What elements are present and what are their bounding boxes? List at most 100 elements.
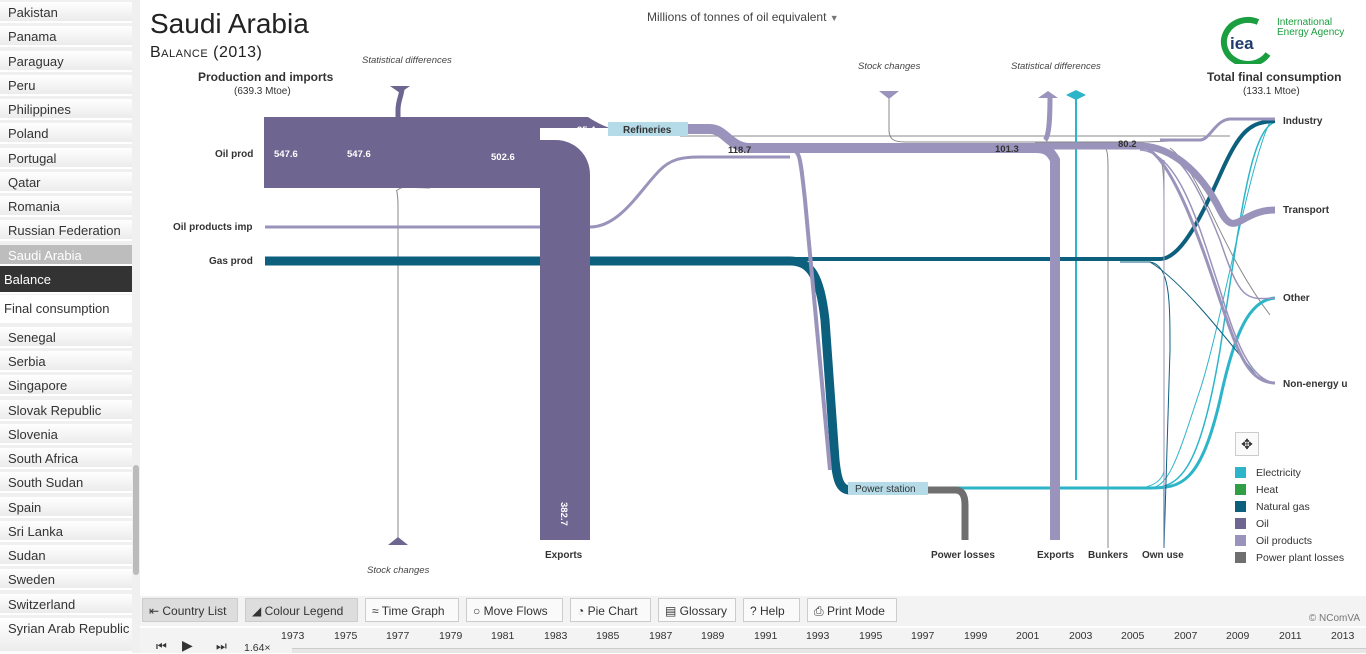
year-label[interactable]: 1997 [911, 630, 935, 642]
country-item-panama[interactable]: Panama [0, 26, 132, 47]
year-label[interactable]: 1989 [701, 630, 725, 642]
flow-electricity-own-use-join[interactable] [1139, 469, 1165, 489]
consumer-non-energy[interactable]: Non-energy u [1283, 379, 1347, 390]
flow-electricity-other[interactable] [930, 296, 1276, 490]
country-item-south-sudan[interactable]: South Sudan [0, 472, 132, 493]
year-label[interactable]: 1999 [964, 630, 988, 642]
country-item-senegal[interactable]: Senegal [0, 327, 132, 348]
flow-oil-products-imp[interactable] [265, 155, 790, 229]
country-item-south-africa[interactable]: South Africa [0, 448, 132, 469]
year-label[interactable]: 1995 [859, 630, 883, 642]
flow-stat-diff-2[interactable] [1042, 94, 1053, 142]
country-item-spain[interactable]: Spain [0, 497, 132, 518]
year-label[interactable]: 2001 [1016, 630, 1040, 642]
sink-exports-2[interactable]: Exports [1037, 550, 1075, 561]
skip-forward-icon[interactable]: ⏭ [216, 639, 227, 653]
country-item-qatar[interactable]: Qatar [0, 172, 132, 193]
play-icon[interactable]: ▶ [182, 637, 193, 653]
sink-own-use[interactable]: Own use [1142, 550, 1184, 561]
year-label[interactable]: 2009 [1226, 630, 1250, 642]
node-power-station[interactable] [848, 482, 928, 495]
year-label[interactable]: 1983 [544, 630, 568, 642]
year-label[interactable]: 1975 [334, 630, 358, 642]
colour-legend-button[interactable]: ◢ Colour Legend [245, 598, 358, 622]
flow-oil-products-industry[interactable] [1160, 117, 1275, 142]
country-item-switzerland[interactable]: Switzerland [0, 594, 132, 615]
unit-selector[interactable]: Millions of tonnes of oil equivalent ▼ [647, 10, 839, 24]
sink-exports-1[interactable]: Exports [545, 550, 583, 561]
legend-item-natural-gas[interactable]: Natural gas [1235, 498, 1360, 515]
move-icon[interactable]: ✥ [1235, 432, 1259, 456]
time-graph-button[interactable]: ≈ Time Graph [365, 598, 459, 622]
flow-oil-exports[interactable] [540, 140, 590, 540]
year-label[interactable]: 2011 [1279, 630, 1302, 642]
glossary-button[interactable]: ▤ Glossary [658, 598, 736, 622]
node-refineries[interactable] [608, 122, 688, 136]
country-item-singapore[interactable]: Singapore [0, 375, 132, 396]
flow-stock-changes-top[interactable] [888, 98, 1100, 143]
subitem-final-consumption[interactable]: Final consumption [0, 295, 132, 323]
year-label[interactable]: 1977 [386, 630, 410, 642]
sink-power-losses[interactable]: Power losses [931, 550, 995, 561]
flow-oil-prod[interactable] [264, 117, 540, 188]
country-item-slovenia[interactable]: Slovenia [0, 424, 132, 445]
year-label[interactable]: 1993 [806, 630, 830, 642]
consumer-industry[interactable]: Industry [1283, 116, 1323, 127]
consumer-transport[interactable]: Transport [1283, 205, 1330, 216]
sidebar-scrollbar[interactable] [133, 465, 139, 575]
move-flows-button[interactable]: ○ Move Flows [466, 598, 563, 622]
flow-oil-products-non-energy[interactable] [1139, 144, 1276, 385]
legend-item-power-plant-losses[interactable]: Power plant losses [1235, 549, 1360, 566]
source-oil-products-imp[interactable]: Oil products imp [173, 222, 252, 233]
source-gas-prod[interactable]: Gas prod [209, 256, 253, 267]
source-oil-prod[interactable]: Oil prod [215, 149, 253, 160]
flow-stock-changes-bottom[interactable] [396, 189, 399, 540]
country-item-serbia[interactable]: Serbia [0, 351, 132, 372]
country-item-paraguay[interactable]: Paraguay [0, 51, 132, 72]
skip-back-icon[interactable]: ⏮ [156, 639, 167, 653]
country-item-poland[interactable]: Poland [0, 123, 132, 144]
print-mode-button[interactable]: ⎙ Print Mode [807, 598, 897, 622]
year-label[interactable]: 2007 [1174, 630, 1198, 642]
flow-oil-products-power[interactable] [789, 148, 832, 471]
country-item-pakistan[interactable]: Pakistan [0, 2, 132, 23]
country-item-slovak-republic[interactable]: Slovak Republic [0, 400, 132, 421]
year-label[interactable]: 2013 [1331, 630, 1355, 642]
pie-chart-button[interactable]: ◔ Pie Chart [570, 598, 651, 622]
speed-label[interactable]: 1.64× [244, 642, 271, 654]
country-item-sudan[interactable]: Sudan [0, 545, 132, 566]
year-label[interactable]: 1987 [649, 630, 673, 642]
country-item-romania[interactable]: Romania [0, 196, 132, 217]
year-label[interactable]: 1981 [491, 630, 515, 642]
country-item-philippines[interactable]: Philippines [0, 99, 132, 120]
country-item-saudi-arabia[interactable]: Saudi Arabia [0, 245, 132, 266]
country-item-syrian-arab-republic[interactable]: Syrian Arab Republic [0, 618, 132, 653]
flow-gas-own-use[interactable] [1120, 261, 1171, 549]
country-item-peru[interactable]: Peru [0, 75, 132, 96]
country-list-button[interactable]: ⇤ Country List [142, 598, 238, 622]
flow-electricity-industry[interactable] [1149, 121, 1276, 489]
help-button[interactable]: ? Help [743, 598, 800, 622]
flow-gas-power-station[interactable] [265, 256, 851, 495]
country-item-portugal[interactable]: Portugal [0, 148, 132, 169]
year-label[interactable]: 2005 [1121, 630, 1145, 642]
legend-item-oil-products[interactable]: Oil products [1235, 532, 1360, 549]
country-item-russian-federation[interactable]: Russian Federation [0, 220, 132, 241]
legend-item-electricity[interactable]: Electricity [1235, 464, 1360, 481]
year-label[interactable]: 1973 [281, 630, 305, 642]
year-label[interactable]: 1985 [596, 630, 620, 642]
flow-oil-products-non-energy-2[interactable] [1139, 149, 1276, 384]
year-label[interactable]: 2003 [1069, 630, 1093, 642]
year-label[interactable]: 1979 [439, 630, 463, 642]
flow-gas-industry[interactable] [790, 119, 1276, 261]
flow-power-losses[interactable] [928, 486, 969, 540]
legend-item-heat[interactable]: Heat [1235, 481, 1360, 498]
flow-refineries-exports[interactable] [688, 124, 1060, 540]
subitem-balance[interactable]: Balance [0, 266, 132, 294]
sink-bunkers[interactable]: Bunkers [1088, 550, 1128, 561]
timeline-track[interactable] [292, 648, 1366, 653]
flow-oil-products-other[interactable] [1149, 145, 1276, 300]
country-item-sweden[interactable]: Sweden [0, 569, 132, 590]
flow-oil-products-transport[interactable] [1035, 142, 1276, 227]
country-item-sri-lanka[interactable]: Sri Lanka [0, 521, 132, 542]
